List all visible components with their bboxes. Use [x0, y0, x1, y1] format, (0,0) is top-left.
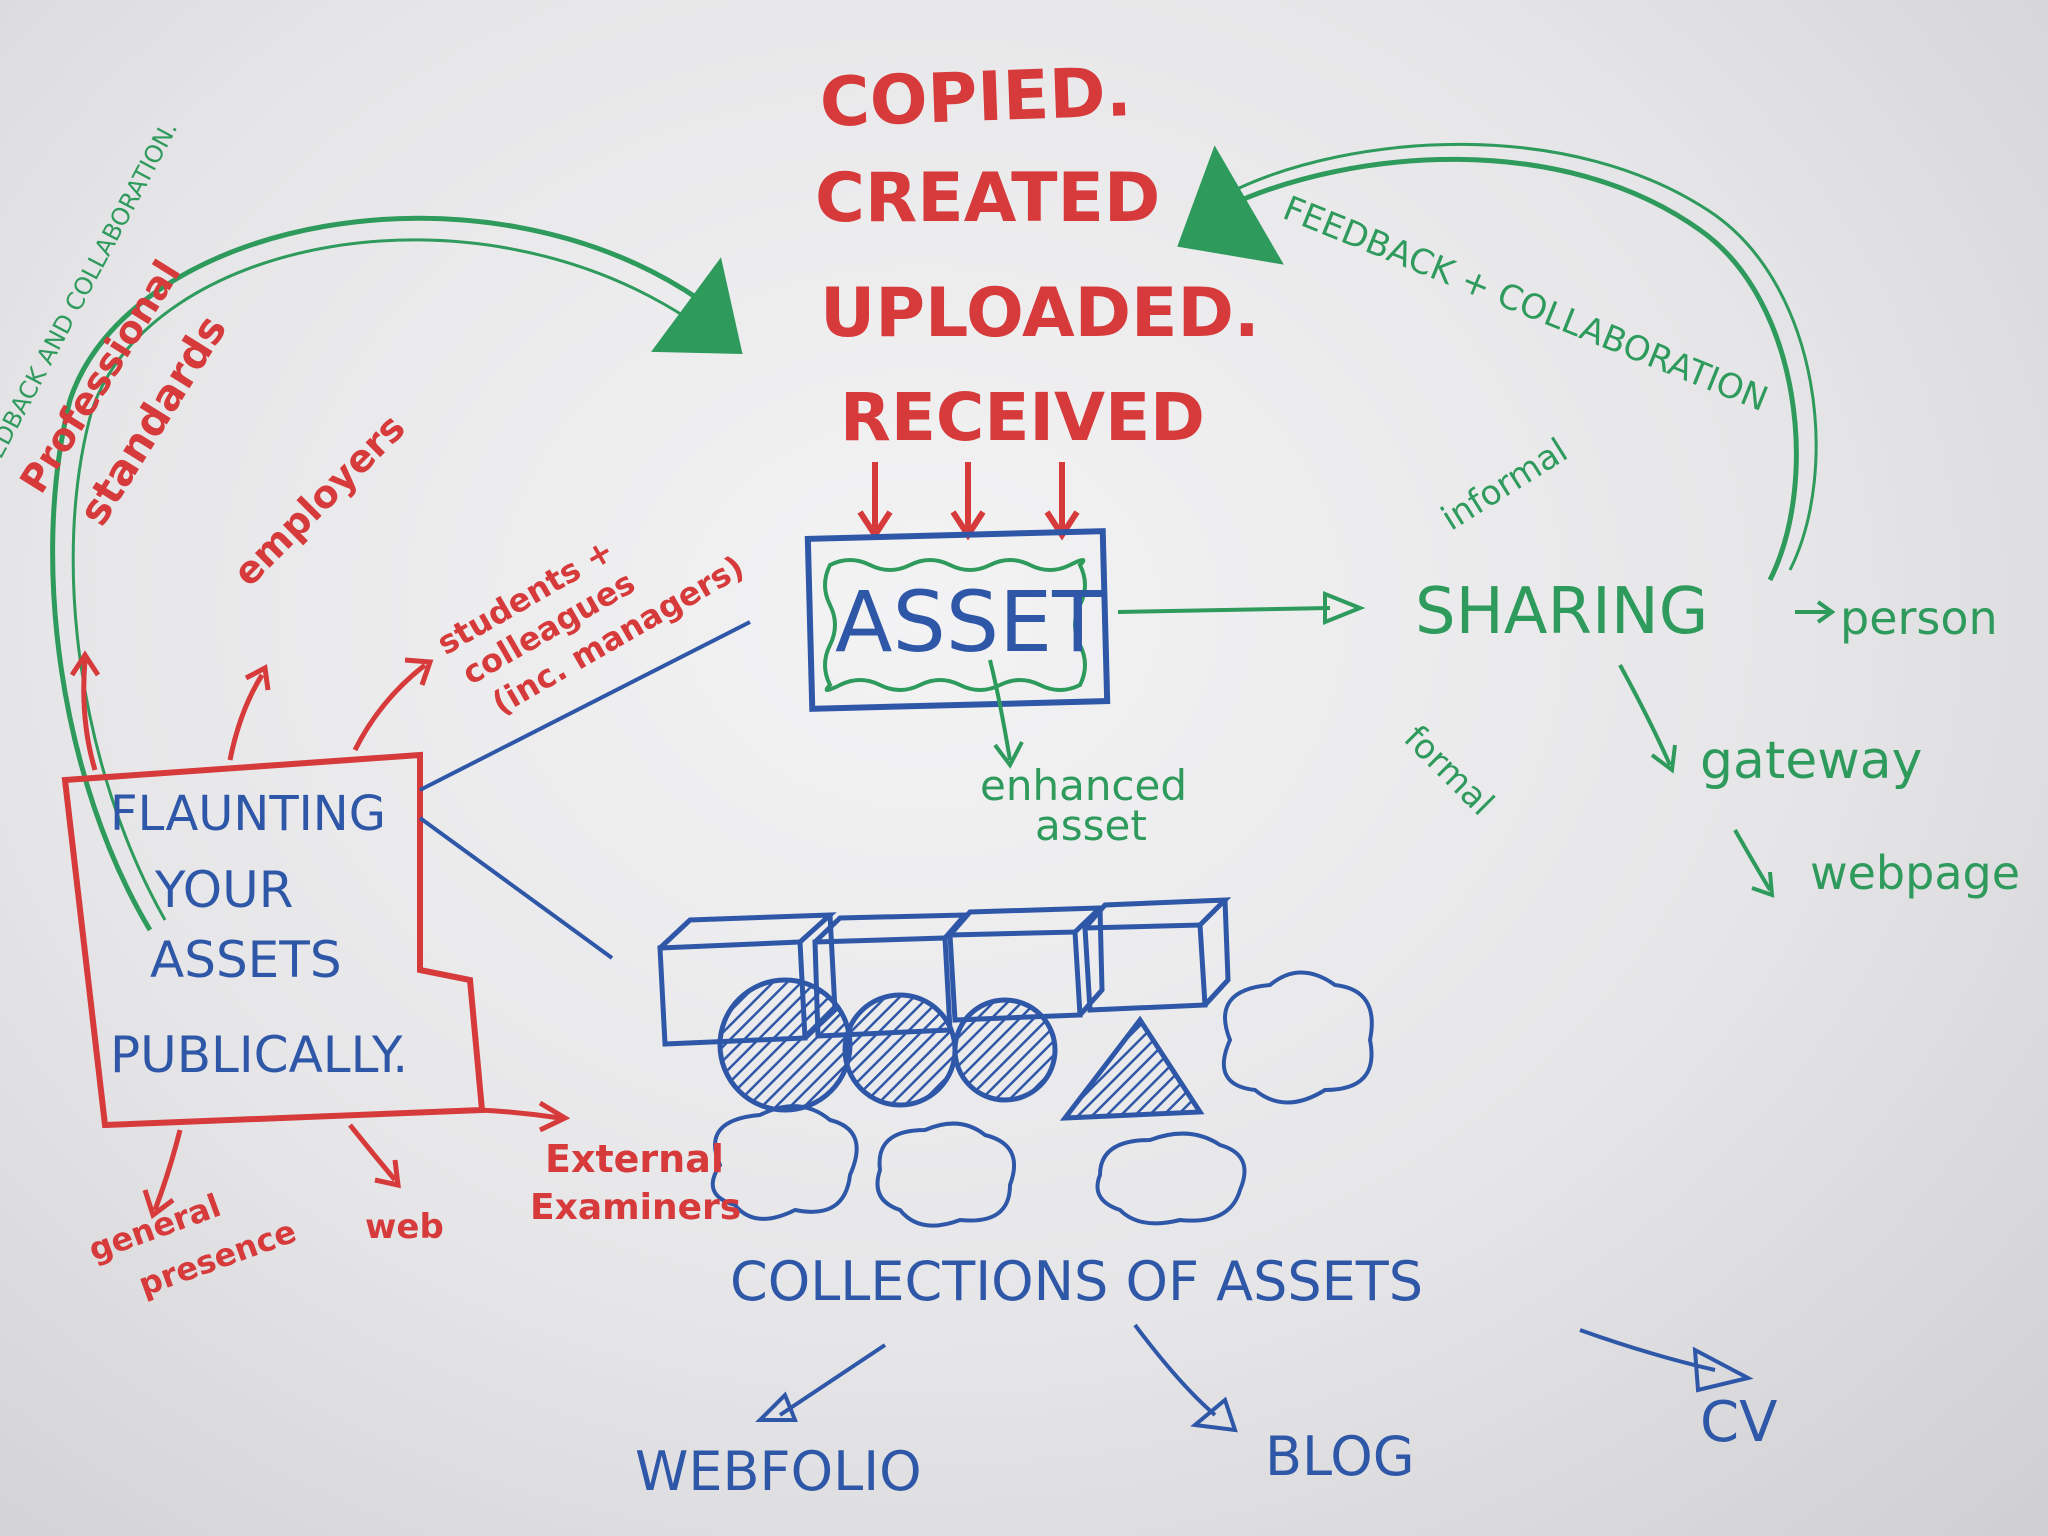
- sharing-webpage: webpage: [1810, 846, 2021, 900]
- label-uploaded: UPLOADED.: [820, 274, 1260, 353]
- collection-clouds: [710, 970, 1374, 1228]
- feedback-arrowhead-left: [651, 257, 743, 355]
- audience-external-line2: Examiners: [530, 1187, 742, 1228]
- label-created: CREATED: [815, 159, 1161, 238]
- collections-title: COLLECTIONS OF ASSETS: [730, 1250, 1424, 1313]
- flaunting-line4: PUBLICALLY.: [110, 1026, 409, 1084]
- audience-external-line1: External: [545, 1137, 724, 1181]
- flaunting-line3: ASSETS: [150, 931, 342, 989]
- flaunting-box: [61, 751, 486, 1129]
- feedback-arc-right: [1228, 156, 1799, 582]
- flaunting-line1: FLAUNTING: [110, 786, 386, 842]
- asset-box: [804, 528, 1111, 712]
- sharing-gateway: gateway: [1700, 731, 1923, 791]
- audience-arrows: [69, 650, 571, 1220]
- output-webfolio: WEBFOLIO: [635, 1440, 922, 1503]
- label-received: RECEIVED: [840, 379, 1205, 456]
- output-blog: BLOG: [1265, 1425, 1415, 1488]
- asset-label: ASSET: [835, 573, 1104, 671]
- collection-triangle: [1059, 1015, 1205, 1121]
- enhanced-asset-line2: asset: [1035, 801, 1147, 850]
- label-copied: COPIED.: [818, 53, 1133, 143]
- asset-wavy-frame: [823, 558, 1087, 692]
- output-cv: CV: [1700, 1390, 1778, 1455]
- input-arrows: [857, 462, 1080, 541]
- sharing-title: SHARING: [1415, 575, 1709, 649]
- sharing-person: person: [1840, 591, 1998, 645]
- enhanced-asset-line1: enhanced: [980, 761, 1188, 810]
- feedback-arc-left: [50, 215, 702, 932]
- audience-web: web: [365, 1207, 444, 1247]
- feedback-arrowhead-right: [1177, 145, 1284, 265]
- collection-circles: [717, 977, 1058, 1113]
- flaunting-line2: YOUR: [155, 861, 294, 919]
